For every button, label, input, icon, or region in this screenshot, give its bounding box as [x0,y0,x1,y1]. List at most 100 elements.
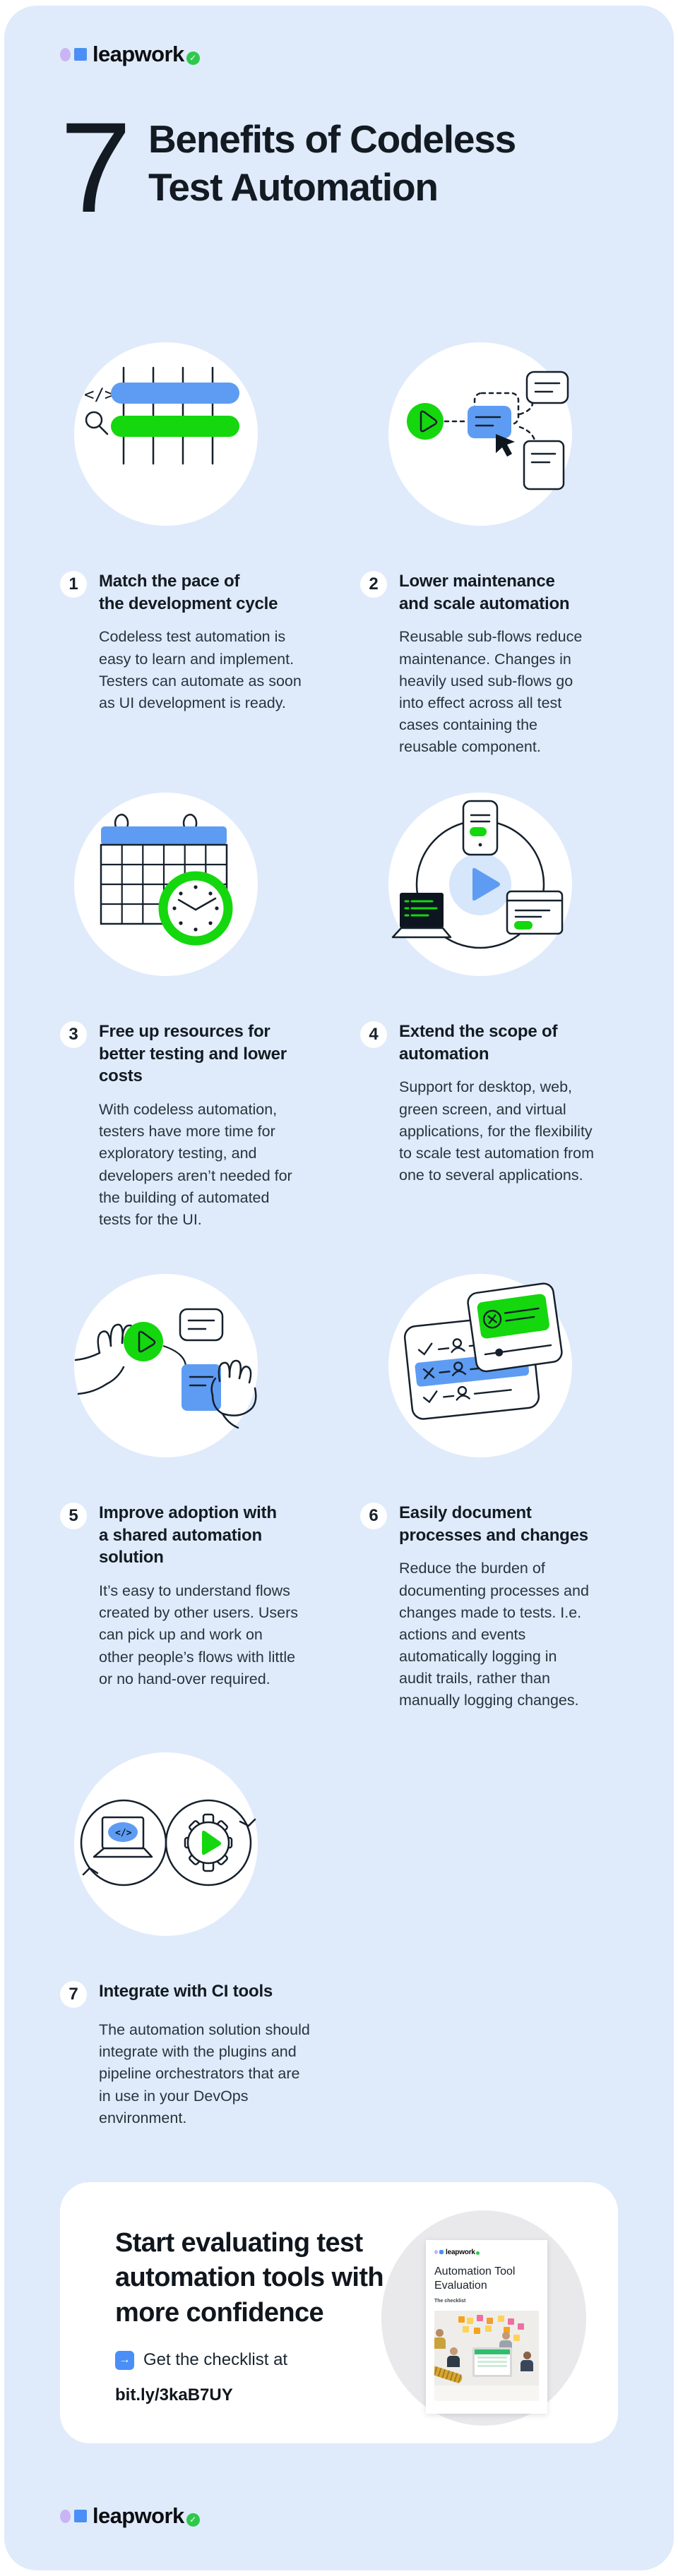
doc-leapwork-logo: leapwork [434,2248,539,2256]
benefit-7: </> [60,1752,343,2129]
logo-wordmark: leapwork [93,42,184,66]
benefit-title: Lower maintenance and scale automation [399,572,570,613]
benefit-title: Improve adoption with a shared automatio… [99,1503,277,1567]
blue-node [468,406,511,438]
person-figure [447,2347,460,2367]
cta-checklist-link[interactable]: → Get the checklist at [115,2350,287,2370]
benefit-title: Integrate with CI tools [99,1982,273,2001]
browser-window-icon [506,890,564,935]
green-bar [111,416,239,437]
terminal-laptop-icon [391,893,452,939]
benefit-number-badge: 2 [360,571,387,598]
leapwork-logo: leapwork ✓ [60,42,200,66]
benefit-title: Extend the scope of automation [399,1022,558,1064]
logo-lavender-dot-icon [60,2509,71,2523]
benefit-4: 4 Extend the scope of automation Support… [360,793,643,1186]
plaid-arm [434,2365,463,2384]
benefit-number-badge: 1 [60,571,87,598]
subflow-illustration-icon [407,371,569,490]
benefit-number-badge: 4 [360,1021,387,1048]
benefit-4-illustration [388,793,572,976]
person-figure [521,2352,533,2371]
devices-illustration-icon [391,800,564,949]
benefit-7-illustration: </> [74,1752,258,1936]
logo-check-icon [475,2251,480,2255]
benefit-1: </> 1 Match the pace of the development … [60,342,343,714]
audit-trail-illustration-icon [403,1282,563,1420]
play-icon [472,867,500,901]
code-laptop-icon: </> [93,1816,153,1858]
checklist-document-preview: leapwork Automation Tool Evaluation The … [426,2240,547,2414]
play-circle-icon [124,1322,163,1361]
card-node [179,1308,224,1342]
cta-link-prefix: Get the checklist at [143,2350,288,2369]
logo-lavender-dot-icon [60,47,71,61]
benefit-title: Free up resources for better testing and… [99,1022,287,1086]
play-circle-icon [407,403,444,440]
benefit-title: Easily document processes and changes [399,1503,588,1545]
title-number: 7 [60,95,131,239]
clock-icon [158,871,233,946]
benefit-body: Reusable sub-flows reduce maintenance. C… [399,628,583,756]
benefit-1-illustration: </> [74,342,258,526]
benefit-6-illustration [388,1274,572,1457]
code-icon: </> [115,1828,132,1838]
benefit-number-badge: 7 [60,1981,87,2008]
logo-lavender-dot-icon [434,2250,438,2254]
benefit-3-illustration [74,793,258,976]
magnifier-icon [85,411,109,435]
gear-play-icon [184,1813,233,1872]
benefit-5-illustration [74,1274,258,1457]
change-log-card [467,1282,563,1373]
calendar-clock-illustration-icon [100,814,233,946]
blue-bar [111,383,239,404]
benefit-body: Codeless test automation is easy to lear… [99,628,302,711]
page-title: Benefits of Codeless Test Automation [148,117,516,209]
cta-link-url[interactable]: bit.ly/3kaB7UY [115,2385,233,2405]
calendar-header [101,826,227,845]
doc-title: Automation Tool Evaluation [434,2265,516,2292]
benefit-2: 2 Lower maintenance and scale automation… [360,342,643,758]
logo-check-icon: ✓ [186,51,200,65]
benefit-number-badge: 3 [60,1021,87,1048]
benefit-title: Match the pace of the development cycle [99,572,278,613]
leapwork-logo-footer: leapwork ✓ [60,2503,200,2528]
benefit-3: 3 Free up resources for better testing a… [60,793,343,1231]
infinity-loop-icon [80,1799,256,1886]
ci-loop-illustration-icon: </> [80,1799,256,1886]
logo-blue-square-icon [74,48,87,61]
benefit-number-badge: 6 [360,1503,387,1529]
benefit-5: 5 Improve adoption with a shared automat… [60,1274,343,1690]
phone-icon [462,800,499,856]
benefit-6: 6 Easily document processes and changes … [360,1274,643,1712]
cursor-icon [496,434,515,457]
card-node [523,440,565,490]
right-hand-icon [210,1359,257,1429]
shared-flows-illustration-icon [74,1308,257,1429]
logo-blue-square-icon [439,2250,444,2254]
benefit-body: Support for desktop, web, green screen, … [399,1078,595,1184]
doc-subtitle: The checklist [434,2299,466,2304]
timeline-illustration-icon: </> [84,366,239,465]
doc-logo-wordmark: leapwork [446,2248,475,2256]
cross-circle-icon [482,1309,502,1329]
cta-heading: Start evaluating test automation tools w… [115,2228,384,2328]
benefit-body: The automation solution should integrate… [99,2021,310,2126]
logo-blue-square-icon [74,2510,87,2522]
blue-node [182,1364,221,1411]
benefit-body: It’s easy to understand flows created by… [99,1582,299,1687]
person-figure [434,2329,446,2349]
benefit-body: With codeless automation, testers have m… [99,1101,292,1228]
benefit-number-badge: 5 [60,1503,87,1529]
benefit-body: Reduce the burden of documenting process… [399,1560,589,1709]
table-surface [434,2385,539,2401]
benefit-2-illustration [388,342,572,526]
card-node [525,371,569,404]
arrow-right-icon: → [115,2350,134,2370]
cta-card: Start evaluating test automation tools w… [60,2182,618,2443]
doc-cover-photo [434,2311,539,2401]
logo-wordmark: leapwork [93,2503,184,2528]
monitor-icon [472,2347,512,2377]
code-icon: </> [84,385,114,404]
